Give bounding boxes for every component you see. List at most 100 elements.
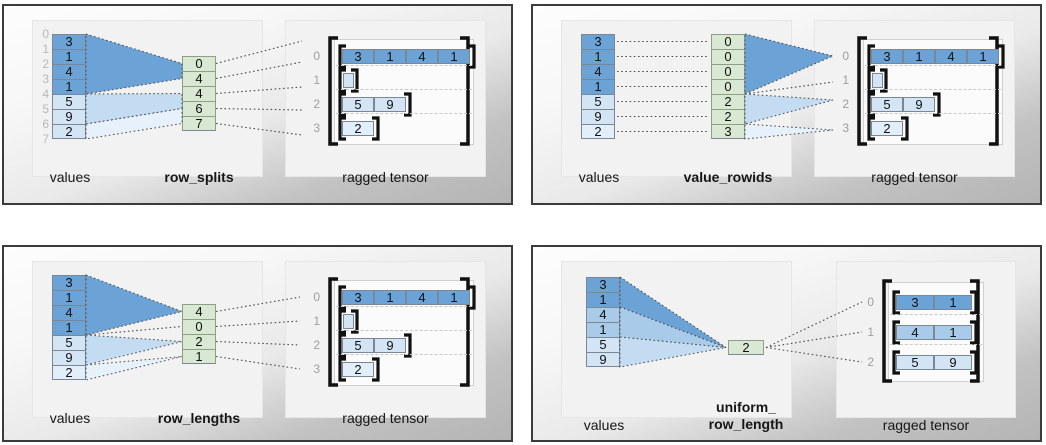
tensor-cell: 2 <box>342 361 374 377</box>
values-label: values <box>583 417 625 433</box>
partition-cell: 2 <box>711 109 745 124</box>
tensor-label: ragged tensor <box>882 417 970 433</box>
value-cell: 9 <box>586 352 620 367</box>
value-cell: 3 <box>581 34 615 49</box>
value-index-label: 4 <box>42 87 49 101</box>
value-cell: 1 <box>52 290 86 305</box>
tensor-cell-empty <box>872 72 883 88</box>
tensor-cell: 1 <box>934 294 972 310</box>
partition-cell: 0 <box>711 79 745 94</box>
tensor-label: ragged tensor <box>342 169 429 185</box>
tensor-cell: 2 <box>871 120 903 136</box>
value-index-label: 1 <box>42 42 49 56</box>
tensor-row-index: 2 <box>313 338 320 352</box>
tensor-cell: 5 <box>342 337 374 353</box>
tensor-cell: 4 <box>406 48 438 64</box>
value-index-label: 7 <box>42 132 49 146</box>
value-index-label: 2 <box>42 57 49 71</box>
value-cell: 3 <box>586 277 620 292</box>
partition-cell: 4 <box>182 304 216 319</box>
tensor-label: ragged tensor <box>871 169 958 185</box>
tensor-row-separator <box>890 314 982 315</box>
partition-cell: 7 <box>182 116 216 131</box>
tensor-row-index: 0 <box>313 290 320 304</box>
tensor-cell: 4 <box>406 289 438 305</box>
tensor-cell: 1 <box>374 289 406 305</box>
partition-cell: 0 <box>711 34 745 49</box>
tensor-row-separator <box>336 354 472 355</box>
tensor-row-index: 3 <box>313 362 320 376</box>
tensor-row-separator <box>865 89 1001 90</box>
tensor-row-index: 1 <box>313 73 320 87</box>
tensor-label: ragged tensor <box>342 410 429 426</box>
tensor-cell: 9 <box>934 354 972 370</box>
tensor-cell: 1 <box>438 289 470 305</box>
value-cell: 1 <box>52 49 86 64</box>
tensor-cell: 4 <box>896 324 934 340</box>
tensor-cell: 2 <box>342 120 374 136</box>
value-cell: 1 <box>581 79 615 94</box>
partition-label: value_rowids <box>683 169 773 185</box>
tensor-cell: 9 <box>374 96 406 112</box>
tensor-cell: 3 <box>342 48 374 64</box>
value-cell: 5 <box>581 94 615 109</box>
partition-cell: 2 <box>182 334 216 349</box>
partition-cell: 2 <box>728 340 764 355</box>
partition-cell: 0 <box>182 319 216 334</box>
partition-cell: 0 <box>711 64 745 79</box>
partition-label: uniform_ row_length <box>708 399 784 432</box>
partition-cell: 0 <box>182 56 216 71</box>
value-cell: 2 <box>52 124 86 139</box>
tensor-cell: 1 <box>374 48 406 64</box>
tensor-row-separator <box>865 65 1001 66</box>
tensor-row-separator <box>336 65 472 66</box>
tensor-cell: 5 <box>342 96 374 112</box>
tensor-row-separator <box>336 306 472 307</box>
tensor-cell: 9 <box>374 337 406 353</box>
partition-column: 2 <box>728 340 764 355</box>
value-index-label: 5 <box>42 102 49 116</box>
tensor-row-index: 2 <box>867 355 874 369</box>
tensor-row-index: 3 <box>313 121 320 135</box>
tensor-cell: 1 <box>438 48 470 64</box>
tensor-row-index: 0 <box>867 295 874 309</box>
value-cell: 1 <box>586 292 620 307</box>
tensor-row-index: 1 <box>313 314 320 328</box>
tensor-row-separator <box>336 89 472 90</box>
tensor-cell-empty <box>343 72 354 88</box>
tensor-cell: 1 <box>967 48 999 64</box>
tensor-cell: 1 <box>903 48 935 64</box>
tensor-cell: 3 <box>342 289 374 305</box>
tensor-row-index: 0 <box>842 49 849 63</box>
partition-cell: 6 <box>182 101 216 116</box>
tensor-row-index: 2 <box>842 97 849 111</box>
values-label: values <box>49 169 91 185</box>
tensor-cell: 5 <box>871 96 903 112</box>
values-label: values <box>578 169 620 185</box>
value-cell: 4 <box>52 64 86 79</box>
tensor-row-index: 2 <box>313 97 320 111</box>
value-cell: 1 <box>586 322 620 337</box>
tensor-row-separator <box>336 113 472 114</box>
value-index-label: 0 <box>42 27 49 41</box>
tensor-row-separator <box>336 330 472 331</box>
partition-cell: 3 <box>711 124 745 139</box>
partition-cell: 0 <box>711 49 745 64</box>
partition-label: row_lengths <box>157 410 241 426</box>
value-index-label: 6 <box>42 117 49 131</box>
tensor-row-separator <box>890 344 982 345</box>
value-cell: 3 <box>52 34 86 49</box>
tensor-cell: 9 <box>903 96 935 112</box>
value-cell: 5 <box>52 335 86 350</box>
value-cell: 9 <box>52 109 86 124</box>
values-label: values <box>49 410 91 426</box>
partition-label: row_splits <box>164 169 234 185</box>
